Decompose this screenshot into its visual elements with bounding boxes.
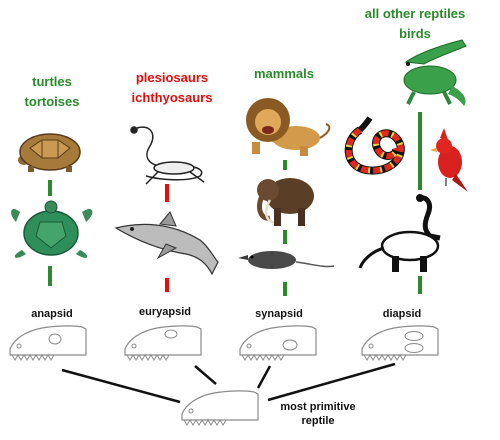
alligator-icon — [403, 39, 467, 106]
label-birds: birds — [399, 26, 431, 41]
primitive-reptile-label: most primitive reptile — [268, 400, 368, 428]
sauropod-dinosaur-icon — [358, 194, 441, 272]
anapsid-group-label: turtles tortoises — [12, 72, 92, 112]
skull-label-euryapsid: euryapsid — [139, 306, 191, 318]
cardinal-bird-icon — [430, 128, 468, 192]
connector-lines — [61, 362, 396, 404]
label-tortoises: tortoises — [24, 94, 80, 109]
label-mammals: mammals — [254, 66, 314, 81]
synapsid-group-label: mammals — [236, 64, 332, 84]
euryapsid-group-label: plesiosaurs ichthyosaurs — [112, 68, 232, 108]
skull-icon-synapsid — [239, 325, 317, 361]
skull-label-diapsid: diapsid — [382, 308, 422, 320]
plesiosaur-icon — [130, 126, 205, 185]
label-all-other-reptiles: all other reptiles — [364, 6, 466, 21]
ichthyosaur-icon — [114, 211, 219, 276]
skull-icon-euryapsid — [124, 325, 202, 361]
label-ichthyosaurs: ichthyosaurs — [131, 90, 213, 105]
label-plesiosaurs: plesiosaurs — [135, 70, 209, 85]
diapsid-group-label: all other reptiles birds — [340, 4, 490, 44]
mammoth-icon — [257, 178, 314, 226]
shrew-icon — [238, 251, 335, 269]
primitive-line1: most primitive — [280, 401, 356, 413]
coral-snake-icon — [344, 116, 405, 175]
skull-label-anapsid: anapsid — [31, 308, 73, 320]
lion-icon — [246, 98, 331, 156]
sea-turtle-icon — [11, 200, 93, 258]
primitive-line2: reptile — [301, 415, 335, 427]
label-turtles: turtles — [32, 74, 72, 89]
skull-icon-primitive — [181, 390, 259, 426]
skull-icon-diapsid — [361, 325, 439, 361]
skull-label-synapsid: synapsid — [255, 308, 303, 320]
tortoise-icon — [18, 133, 81, 172]
skull-icon-anapsid — [9, 325, 87, 361]
